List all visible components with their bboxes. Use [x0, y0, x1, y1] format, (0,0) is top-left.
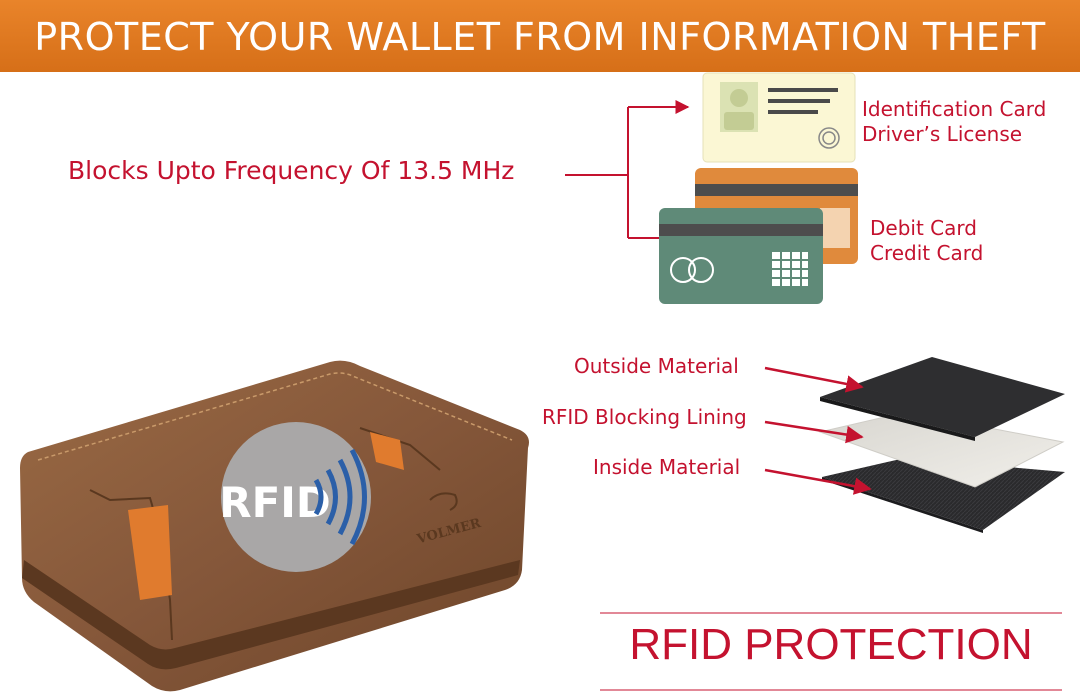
outside-material-layer [820, 357, 1065, 441]
header-banner [0, 0, 1080, 72]
page-title: PROTECT YOUR WALLET FROM INFORMATION THE… [34, 15, 1046, 59]
rfid-lining-label: RFID Blocking Lining [542, 405, 747, 429]
id-card-icon [702, 72, 856, 163]
rfid-badge: RFID [219, 422, 371, 572]
debit-card-line: Debit Card [870, 216, 977, 240]
outside-material-label: Outside Material [574, 354, 739, 378]
id-card-line: Identification Card [862, 97, 1047, 121]
footer-rules [600, 612, 1062, 691]
inside-material-label: Inside Material [593, 455, 741, 479]
rfid-lining-layer [818, 411, 1065, 488]
rfid-protection-title: RFID PROTECTION [629, 620, 1033, 669]
id-card-label: Identification Card Driver’s License [862, 97, 1046, 147]
layer-arrows [764, 366, 872, 495]
credit-card-icon [659, 208, 823, 304]
license-line: Driver’s License [862, 122, 1023, 146]
credit-card-line: Credit Card [870, 241, 984, 265]
bank-card-label: Debit Card Credit Card [870, 216, 983, 266]
rfid-badge-label: RFID [219, 478, 331, 527]
frequency-label: Blocks Upto Frequency Of 13.5 MHz [68, 156, 515, 185]
